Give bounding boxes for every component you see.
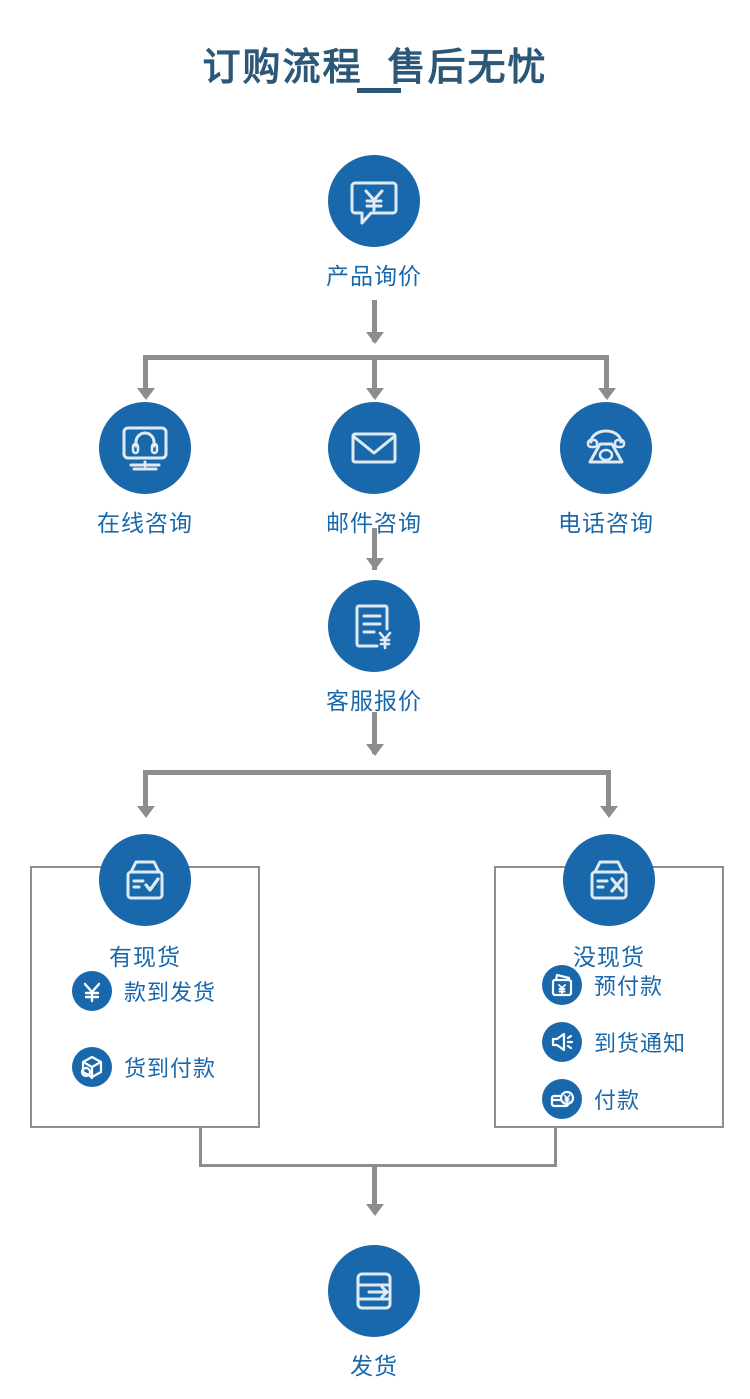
- node-label-email-consultation: 邮件咨询: [326, 510, 422, 536]
- title-underline-mark: [357, 88, 401, 93]
- chat-bubble-yen-icon: [328, 155, 420, 247]
- node-out-of-stock[interactable]: 没现货: [544, 834, 674, 972]
- connector-branch-bar: [143, 770, 611, 775]
- option-prepayment[interactable]: 预付款: [542, 965, 663, 1005]
- connector-fan-right: [604, 355, 609, 397]
- option-label-cash-on-delivery: 货到付款: [124, 1056, 217, 1081]
- node-label-in-stock: 有现货: [109, 944, 181, 970]
- arrowhead-start-down: [366, 332, 384, 344]
- option-label-payment: 付款: [594, 1088, 641, 1113]
- node-shipment[interactable]: 发货: [309, 1245, 439, 1381]
- connector-fan-center: [372, 355, 377, 397]
- node-online-consultation[interactable]: 在线咨询: [80, 402, 210, 538]
- option-payment[interactable]: 付款: [542, 1079, 640, 1119]
- yen-circle-icon: [72, 971, 112, 1011]
- monitor-headset-icon: [99, 402, 191, 494]
- node-label-phone-consultation: 电话咨询: [558, 510, 654, 536]
- arrowhead-fan-center: [366, 388, 384, 400]
- option-label-arrival-notice: 到货通知: [594, 1031, 687, 1056]
- page-title: 订购流程 售后无忧: [202, 47, 548, 89]
- telephone-icon: [560, 402, 652, 494]
- arrowhead-quote-down: [366, 744, 384, 756]
- node-label-product-inquiry: 产品询价: [326, 263, 422, 289]
- connector-branch-right: [606, 770, 611, 814]
- speaker-notify-icon: [542, 1022, 582, 1062]
- arrowhead-fan-right: [598, 388, 616, 400]
- connector-start-down: [372, 300, 377, 342]
- wallet-yen-icon: [542, 965, 582, 1005]
- node-label-service-quote: 客服报价: [326, 688, 422, 714]
- connector-merge-right: [554, 1127, 557, 1167]
- node-label-online-consultation: 在线咨询: [97, 510, 193, 536]
- document-yen-icon: [328, 580, 420, 672]
- connector-quote-down: [372, 712, 377, 754]
- node-phone-consultation[interactable]: 电话咨询: [541, 402, 671, 538]
- node-label-shipment: 发货: [350, 1353, 398, 1379]
- connector-email-to-quote: [372, 528, 377, 570]
- node-service-quote[interactable]: 客服报价: [309, 580, 439, 716]
- envelope-icon: [328, 402, 420, 494]
- connector-branch-left: [143, 770, 148, 814]
- node-label-out-of-stock: 没现货: [573, 944, 645, 970]
- option-label-pay-then-ship: 款到发货: [124, 980, 217, 1005]
- arrowhead-branch-right: [600, 806, 618, 818]
- node-in-stock[interactable]: 有现货: [80, 834, 210, 972]
- arrowhead-end-down: [366, 1204, 384, 1216]
- arrowhead-fan-left: [137, 388, 155, 400]
- box-check-icon: [99, 834, 191, 926]
- card-yen-icon: [542, 1079, 582, 1119]
- node-email-consultation[interactable]: 邮件咨询: [309, 402, 439, 538]
- option-pay-then-ship[interactable]: 款到发货: [72, 971, 216, 1011]
- box-arrow-out-icon: [328, 1245, 420, 1337]
- node-product-inquiry[interactable]: 产品询价: [309, 155, 439, 291]
- connector-fan-left: [143, 355, 148, 397]
- connector-merge-bar: [199, 1164, 557, 1167]
- arrowhead-email-to-quote: [366, 558, 384, 570]
- box-cross-icon: [563, 834, 655, 926]
- connector-merge-left: [199, 1127, 202, 1167]
- option-label-prepayment: 预付款: [594, 974, 664, 999]
- arrowhead-branch-left: [137, 806, 155, 818]
- connector-end-down: [372, 1164, 377, 1212]
- package-search-icon: [72, 1047, 112, 1087]
- option-cash-on-delivery[interactable]: 货到付款: [72, 1047, 216, 1087]
- option-arrival-notice[interactable]: 到货通知: [542, 1022, 686, 1062]
